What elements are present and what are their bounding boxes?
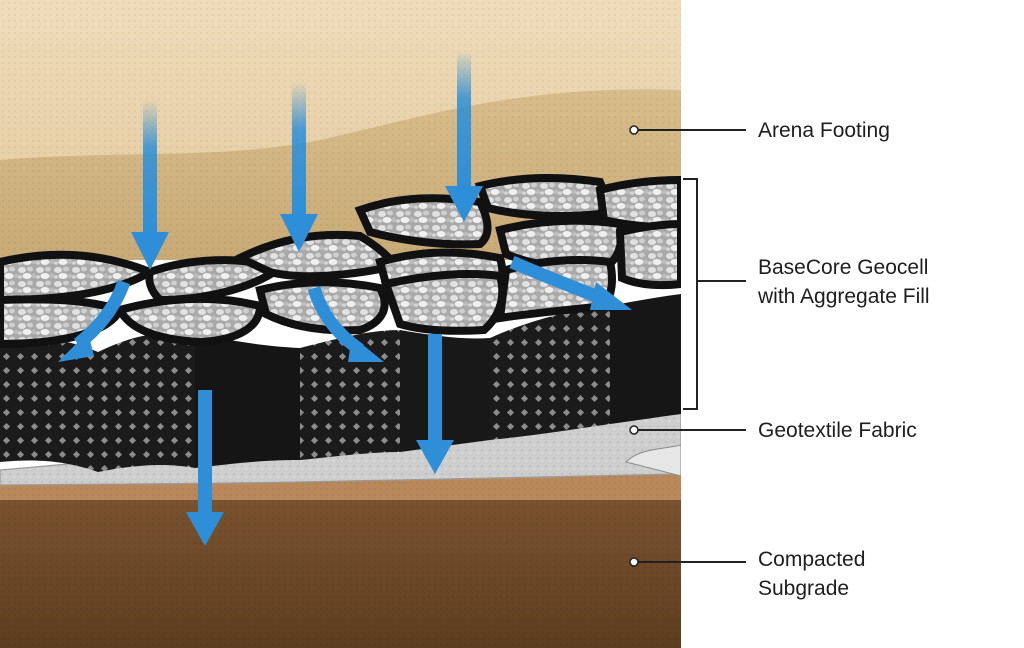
leader-dot: [629, 425, 639, 435]
geocell-walls: [0, 294, 681, 472]
label-basecore-geocell: BaseCore Geocell with Aggregate Fill: [758, 256, 930, 308]
water-flow-arrow: [509, 256, 632, 310]
water-flow-arrow: [280, 82, 318, 252]
label-arena-footing: Arena Footing: [758, 119, 890, 142]
label-geotextile-fabric: Geotextile Fabric: [758, 419, 917, 442]
water-flow-arrow: [186, 390, 224, 546]
bracket: [683, 178, 746, 410]
leader-lines: [629, 125, 746, 567]
leader-dot: [629, 557, 639, 567]
water-flow-arrow: [445, 50, 483, 222]
label-compacted-subgrade: Compacted Subgrade: [758, 548, 866, 600]
water-flow-arrow: [58, 279, 131, 362]
water-flow-arrow: [131, 100, 169, 270]
leader-dot: [629, 125, 639, 135]
water-flow-arrow: [307, 286, 384, 362]
water-flow-arrow: [416, 334, 454, 474]
water-flow-arrows: [58, 50, 632, 546]
